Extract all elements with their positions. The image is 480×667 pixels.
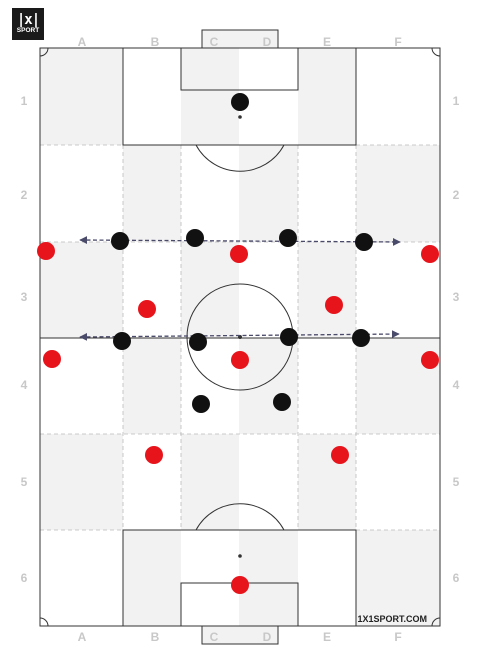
col-label-e-bottom: E	[323, 630, 331, 644]
column-labels-top: A B C D E F	[78, 35, 402, 49]
col-label-f-bottom: F	[394, 630, 401, 644]
red-player[interactable]	[331, 446, 349, 464]
col-label-b-top: B	[151, 35, 160, 49]
col-label-b-bottom: B	[151, 630, 160, 644]
line-shift-upper	[79, 236, 401, 246]
row-labels-right: 1 2 3 4 5 6	[453, 94, 460, 585]
brand-url: 1X1SPORT.COM	[357, 614, 427, 624]
row-label-2-left: 2	[21, 188, 28, 202]
red-player[interactable]	[138, 300, 156, 318]
movement-arrows	[79, 236, 401, 341]
col-label-c-top: C	[210, 35, 219, 49]
red-player[interactable]	[230, 245, 248, 263]
row-label-4-left: 4	[21, 378, 28, 392]
col-label-a-top: A	[78, 35, 87, 49]
logo-sport-text: SPORT	[16, 27, 40, 34]
row-label-3-left: 3	[21, 290, 28, 304]
red-player[interactable]	[325, 296, 343, 314]
row-label-6-left: 6	[21, 571, 28, 585]
red-player[interactable]	[145, 446, 163, 464]
row-label-1-right: 1	[453, 94, 460, 108]
black-player-goalkeeper[interactable]	[231, 93, 249, 111]
red-player[interactable]	[43, 350, 61, 368]
top-penalty-spot	[238, 115, 242, 119]
line-shift-lower	[79, 330, 400, 341]
black-player[interactable]	[355, 233, 373, 251]
col-label-f-top: F	[394, 35, 401, 49]
red-team	[37, 242, 439, 594]
col-label-d-bottom: D	[263, 630, 272, 644]
row-label-4-right: 4	[453, 378, 460, 392]
bottom-penalty-spot	[238, 554, 242, 558]
row-label-5-right: 5	[453, 475, 460, 489]
corner-arc-br	[431, 617, 441, 627]
zone-shading	[40, 48, 440, 626]
row-label-5-left: 5	[21, 475, 28, 489]
black-player[interactable]	[186, 229, 204, 247]
red-player[interactable]	[421, 351, 439, 369]
black-player[interactable]	[113, 332, 131, 350]
row-label-2-right: 2	[453, 188, 460, 202]
black-player[interactable]	[352, 329, 370, 347]
row-label-6-right: 6	[453, 571, 460, 585]
top-goal-box	[180, 47, 299, 91]
black-player[interactable]	[280, 328, 298, 346]
black-player[interactable]	[192, 395, 210, 413]
top-penalty-arc	[195, 144, 285, 172]
corner-arc-tl	[39, 47, 49, 57]
black-player[interactable]	[279, 229, 297, 247]
col-label-e-top: E	[323, 35, 331, 49]
col-label-d-top: D	[263, 35, 272, 49]
bottom-penalty-arc	[195, 503, 285, 531]
logo-mark: |x|	[16, 12, 40, 28]
red-player[interactable]	[231, 351, 249, 369]
row-label-1-left: 1	[21, 94, 28, 108]
black-player[interactable]	[189, 333, 207, 351]
row-label-3-right: 3	[453, 290, 460, 304]
corner-arc-tr	[431, 47, 441, 57]
row-labels-left: 1 2 3 4 5 6	[21, 94, 28, 585]
black-team	[111, 93, 373, 413]
brand-logo: |x| SPORT	[12, 8, 44, 40]
red-player-goalkeeper[interactable]	[231, 576, 249, 594]
red-player[interactable]	[421, 245, 439, 263]
column-labels-bottom: A B C D E F	[78, 630, 402, 644]
black-player[interactable]	[111, 232, 129, 250]
col-label-c-bottom: C	[210, 630, 219, 644]
black-player[interactable]	[273, 393, 291, 411]
corner-arc-bl	[39, 617, 49, 627]
red-player[interactable]	[37, 242, 55, 260]
col-label-a-bottom: A	[78, 630, 87, 644]
